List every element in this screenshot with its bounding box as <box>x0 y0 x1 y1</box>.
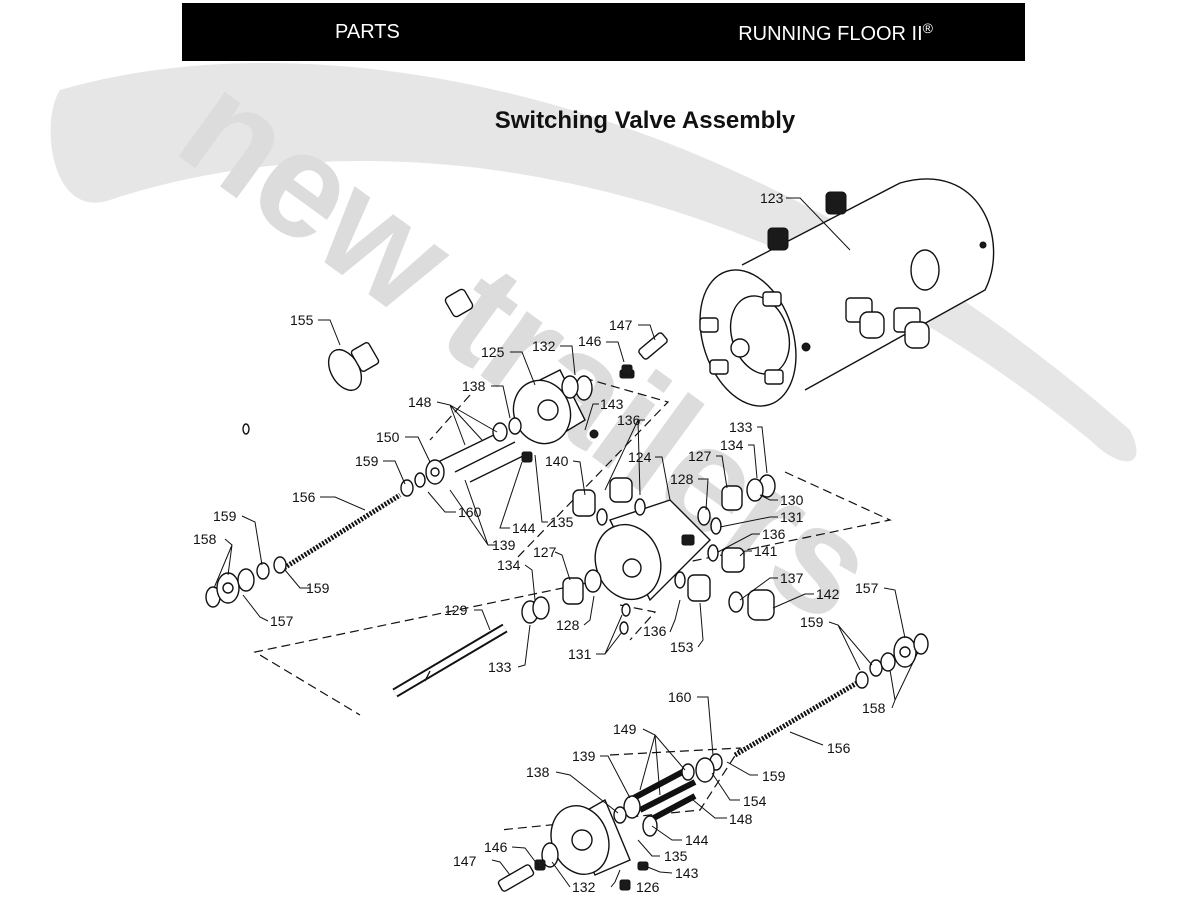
callout-159b: 159 <box>213 508 237 524</box>
watermark-swoosh <box>50 62 1137 462</box>
washers-left <box>205 556 287 608</box>
callout-149: 149 <box>613 721 637 737</box>
callout-130: 130 <box>780 492 804 508</box>
callout-148: 148 <box>408 394 432 410</box>
callout-127: 127 <box>688 448 712 464</box>
callout-134b: 134 <box>497 557 521 573</box>
bolts-lower <box>613 763 697 837</box>
callout-139b: 139 <box>572 748 596 764</box>
callout-155: 155 <box>290 312 314 328</box>
end-cap-upper <box>512 369 635 445</box>
callout-150: 150 <box>376 429 400 445</box>
threaded-rods <box>282 492 864 758</box>
fittings-and-seals <box>521 332 776 635</box>
callout-138: 138 <box>462 378 486 394</box>
callout-143b: 143 <box>675 865 699 881</box>
callout-156b: 156 <box>827 740 851 756</box>
callout-160b: 160 <box>668 689 692 705</box>
callout-136b: 136 <box>762 526 786 542</box>
callout-148b: 148 <box>729 811 753 827</box>
callout-123: 123 <box>760 190 784 206</box>
callout-137: 137 <box>780 570 804 586</box>
callout-133b: 133 <box>488 659 512 675</box>
callout-144: 144 <box>512 520 536 536</box>
callout-140: 140 <box>545 453 569 469</box>
callout-143: 143 <box>600 396 624 412</box>
callout-126: 126 <box>636 879 660 895</box>
page-title: Switching Valve Assembly <box>494 107 796 134</box>
callout-141: 141 <box>754 543 778 559</box>
callout-146: 146 <box>578 333 602 349</box>
header-section-label: PARTS <box>335 21 400 43</box>
callout-158b: 158 <box>862 700 886 716</box>
callout-129: 129 <box>444 602 468 618</box>
callout-159c: 159 <box>306 580 330 596</box>
callout-144b: 144 <box>685 832 709 848</box>
adjusting-rod <box>242 288 474 435</box>
callout-159e: 159 <box>762 768 786 784</box>
callout-136c: 136 <box>643 623 667 639</box>
callout-133: 133 <box>729 419 753 435</box>
callout-147: 147 <box>609 317 633 333</box>
callout-125: 125 <box>481 344 505 360</box>
callout-142: 142 <box>816 586 840 602</box>
valve-housing <box>699 178 995 407</box>
callout-146b: 146 <box>484 839 508 855</box>
part-callouts: 123 155 125 132 146 147 148 138 143 136 … <box>193 190 886 895</box>
callout-124: 124 <box>628 449 652 465</box>
end-cap-lower <box>497 798 649 892</box>
callout-131: 131 <box>780 509 804 525</box>
header-bar: PARTS RUNNING FLOOR II® <box>182 3 1025 61</box>
header-product-name: RUNNING FLOOR II® <box>738 20 933 45</box>
callout-147b: 147 <box>453 853 477 869</box>
callout-157b: 157 <box>855 580 879 596</box>
callout-154: 154 <box>743 793 767 809</box>
callout-132: 132 <box>532 338 556 354</box>
leader-lines <box>213 197 919 888</box>
callout-138b: 138 <box>526 764 550 780</box>
callout-127b: 127 <box>533 544 557 560</box>
valve-body <box>594 499 711 602</box>
callout-153: 153 <box>670 639 694 655</box>
callout-135: 135 <box>550 514 574 530</box>
callout-128: 128 <box>670 471 694 487</box>
callout-157: 157 <box>270 613 294 629</box>
callout-156: 156 <box>292 489 316 505</box>
callout-135b: 135 <box>664 848 688 864</box>
callout-134: 134 <box>720 437 744 453</box>
callout-132b: 132 <box>572 879 596 895</box>
callout-159: 159 <box>355 453 379 469</box>
callout-158: 158 <box>193 531 217 547</box>
callout-131b: 131 <box>568 646 592 662</box>
callout-136: 136 <box>617 412 641 428</box>
callout-160: 160 <box>458 504 482 520</box>
washers-right <box>695 633 929 783</box>
callout-139: 139 <box>492 537 516 553</box>
spool-shaft <box>392 623 508 698</box>
callout-159d: 159 <box>800 614 824 630</box>
callout-128b: 128 <box>556 617 580 633</box>
bolts-upper <box>400 417 533 497</box>
